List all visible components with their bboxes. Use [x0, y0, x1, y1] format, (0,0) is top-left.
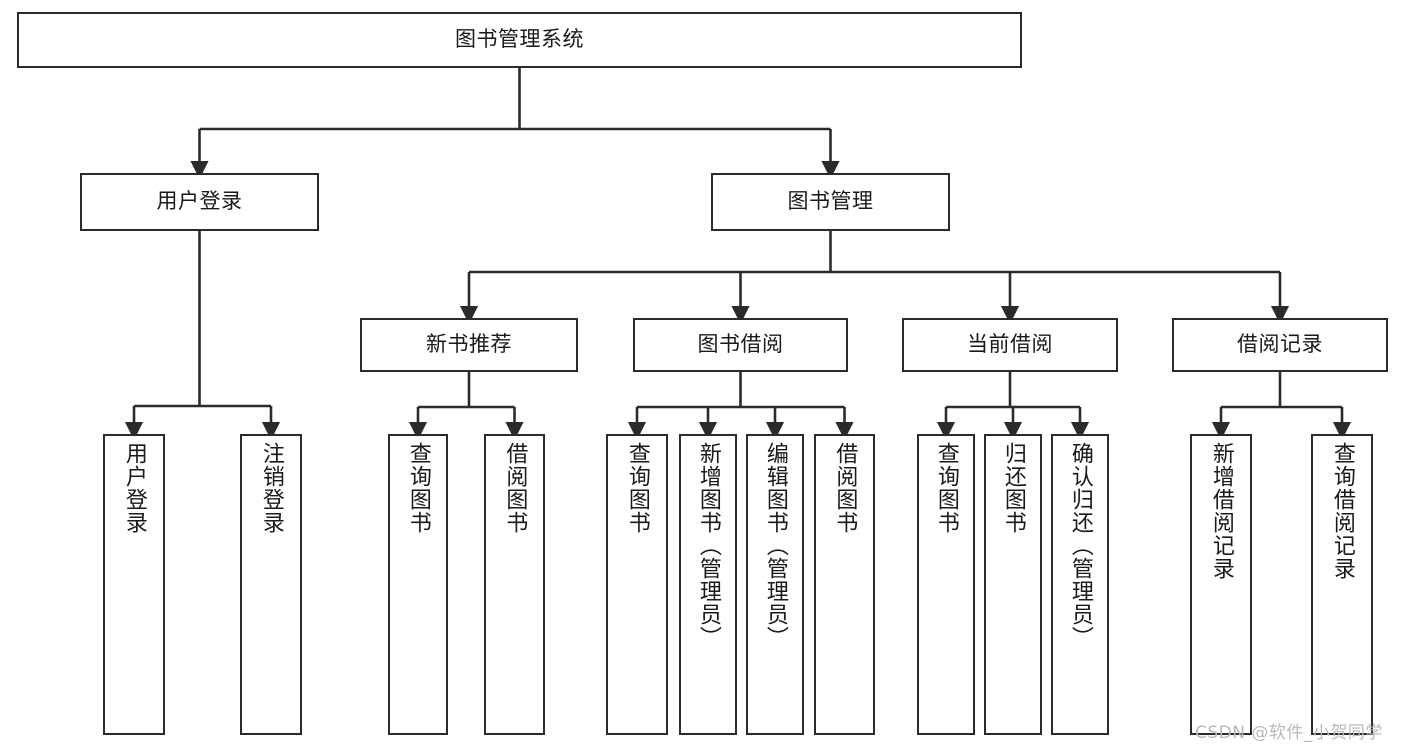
leaf-node-label: 查询图书: [624, 442, 650, 534]
root-node-box[interactable]: 图书管理系统: [17, 12, 1022, 68]
level2-node-box[interactable]: 用户登录: [80, 173, 319, 231]
leaf-node-label: 查询图书: [933, 442, 959, 534]
leaf-node-label: 新增借阅记录: [1208, 442, 1234, 580]
level3-node-box[interactable]: 当前借阅: [902, 318, 1118, 372]
leaf-node-box[interactable]: 确认归还（管理员）: [1051, 434, 1109, 735]
leaf-node-box[interactable]: 借阅图书: [484, 434, 545, 735]
leaf-node-label: 查询图书: [405, 442, 431, 534]
level3-node-box[interactable]: 图书借阅: [633, 318, 848, 372]
leaf-node-label: 借阅图书: [502, 442, 528, 534]
leaf-node-box[interactable]: 新增借阅记录: [1190, 434, 1252, 735]
level2-node-label: 用户登录: [156, 189, 243, 214]
level3-node-box[interactable]: 借阅记录: [1172, 318, 1388, 372]
leaf-node-box[interactable]: 注销登录: [240, 434, 302, 735]
leaf-node-box[interactable]: 查询图书: [388, 434, 448, 735]
leaf-node-box[interactable]: 编辑图书（管理员）: [746, 434, 804, 735]
root-node-label: 图书管理系统: [455, 27, 584, 52]
level3-node-label: 新书推荐: [426, 332, 512, 357]
leaf-node-label: 归还图书: [1000, 442, 1026, 534]
leaf-node-label: 用户登录: [121, 442, 147, 534]
leaf-node-label: 编辑图书（管理员）: [762, 442, 788, 649]
level2-node-box[interactable]: 图书管理: [711, 173, 950, 231]
level3-node-label: 图书借阅: [697, 332, 784, 357]
level3-node-label: 借阅记录: [1237, 332, 1323, 357]
leaf-node-box[interactable]: 新增图书（管理员）: [679, 434, 737, 735]
leaf-node-box[interactable]: 借阅图书: [814, 434, 875, 735]
leaf-node-label: 新增图书（管理员）: [695, 442, 721, 649]
leaf-node-box[interactable]: 用户登录: [103, 434, 165, 735]
level3-node-box[interactable]: 新书推荐: [360, 318, 578, 372]
leaf-node-box[interactable]: 查询图书: [606, 434, 668, 735]
level2-node-label: 图书管理: [787, 189, 874, 214]
leaf-node-box[interactable]: 查询借阅记录: [1311, 434, 1373, 735]
leaf-node-label: 查询借阅记录: [1329, 442, 1355, 580]
leaf-node-label: 确认归还（管理员）: [1067, 442, 1093, 649]
leaf-node-label: 注销登录: [258, 442, 284, 534]
leaf-node-label: 借阅图书: [832, 442, 858, 534]
leaf-node-box[interactable]: 查询图书: [917, 434, 975, 735]
leaf-node-box[interactable]: 归还图书: [984, 434, 1042, 735]
level3-node-label: 当前借阅: [967, 332, 1053, 357]
